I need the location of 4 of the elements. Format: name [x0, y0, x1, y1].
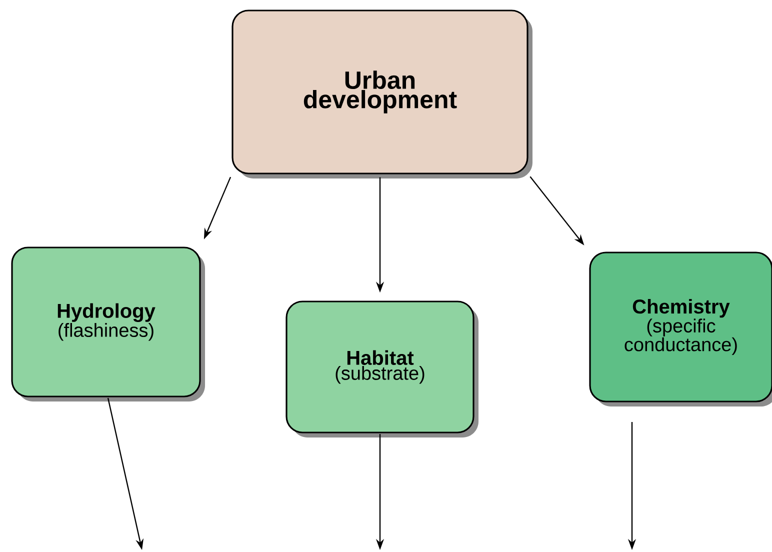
process-box: Hydrology (flashiness) [11, 246, 205, 402]
process-box: Habitat (substrate) [286, 300, 478, 438]
process-box: Urban development [232, 10, 532, 178]
process-box: Chemistry (specific conductance) [589, 252, 772, 406]
